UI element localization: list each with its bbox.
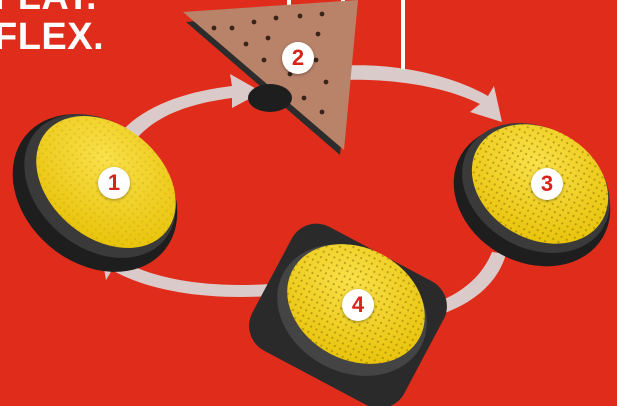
step-badge-2: 2: [282, 42, 314, 74]
step-badge-1: 1: [98, 167, 130, 199]
triangle-pad-icon: [183, 0, 358, 155]
step-badge-4: 4: [342, 289, 374, 321]
round-pad-perforated-icon: [428, 97, 617, 294]
step-badge-3: 3: [531, 168, 563, 200]
